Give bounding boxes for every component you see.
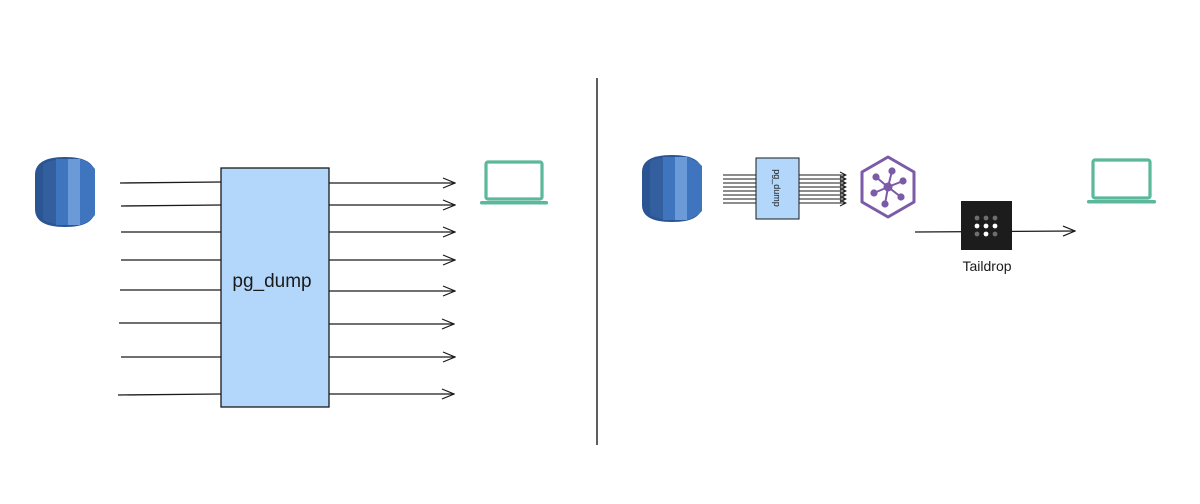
hub-node-icon — [860, 155, 916, 219]
outgoing-arrows — [329, 183, 455, 394]
taildrop-label: Taildrop — [962, 258, 1011, 274]
incoming-lines — [117, 181, 222, 396]
pg-dump-label: pg_dump — [232, 271, 311, 292]
left-panel: pg_dump — [35, 157, 548, 408]
pg-dump-label-small: pg_dump — [772, 169, 782, 207]
taildrop-icon — [961, 201, 1012, 250]
pg-dump-process: pg_dump — [220, 167, 330, 408]
incoming-lines-small — [723, 174, 756, 204]
laptop-icon — [480, 160, 548, 205]
laptop-icon — [1087, 158, 1156, 204]
database-icon — [35, 157, 95, 227]
outgoing-arrows-small — [799, 175, 846, 203]
right-panel: pg_dump — [642, 155, 1156, 274]
database-icon — [642, 155, 702, 222]
pg-dump-process-small: pg_dump — [755, 157, 800, 220]
